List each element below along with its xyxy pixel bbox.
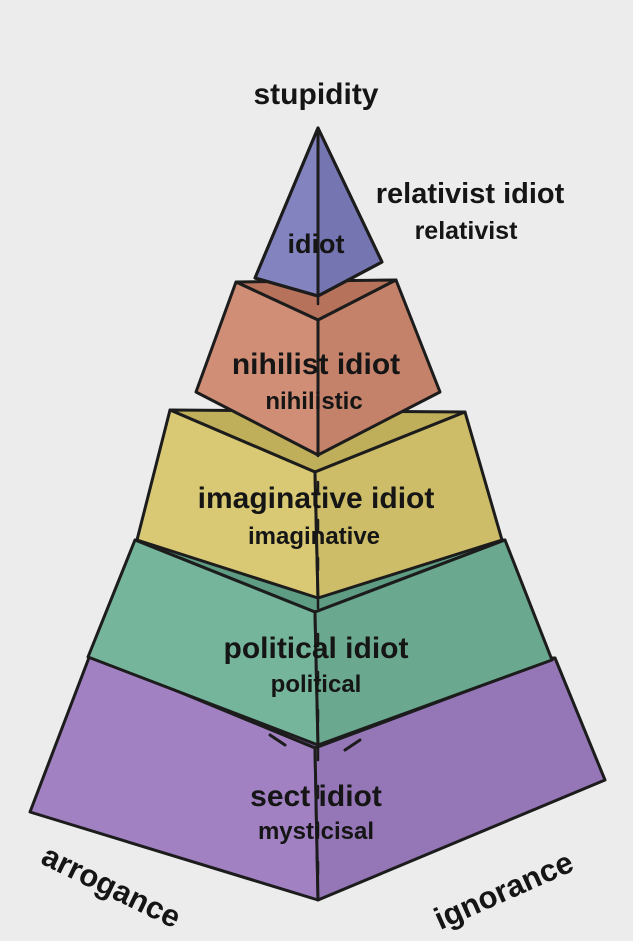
tier-1-side-title: relativist idiot: [376, 180, 565, 209]
tier-5-subtitle: mysticisal: [258, 820, 374, 844]
tier-1-label: idiot: [288, 231, 345, 258]
tier-2-label: nihilist idiot: [232, 350, 400, 380]
top-label: stupidity: [254, 80, 379, 110]
tier-3-label: imaginative idiot: [198, 484, 435, 514]
tier-5-label: sect idiot: [250, 782, 382, 812]
tier-4-label: political idiot: [224, 634, 409, 664]
tier-3-subtitle: imaginative: [248, 525, 380, 549]
tier-4-subtitle: political: [271, 673, 362, 697]
tier-1-side-subtitle: relativist: [415, 219, 518, 244]
tier-2-subtitle: nihilistic: [265, 390, 362, 414]
tier-idiot: [255, 128, 382, 296]
